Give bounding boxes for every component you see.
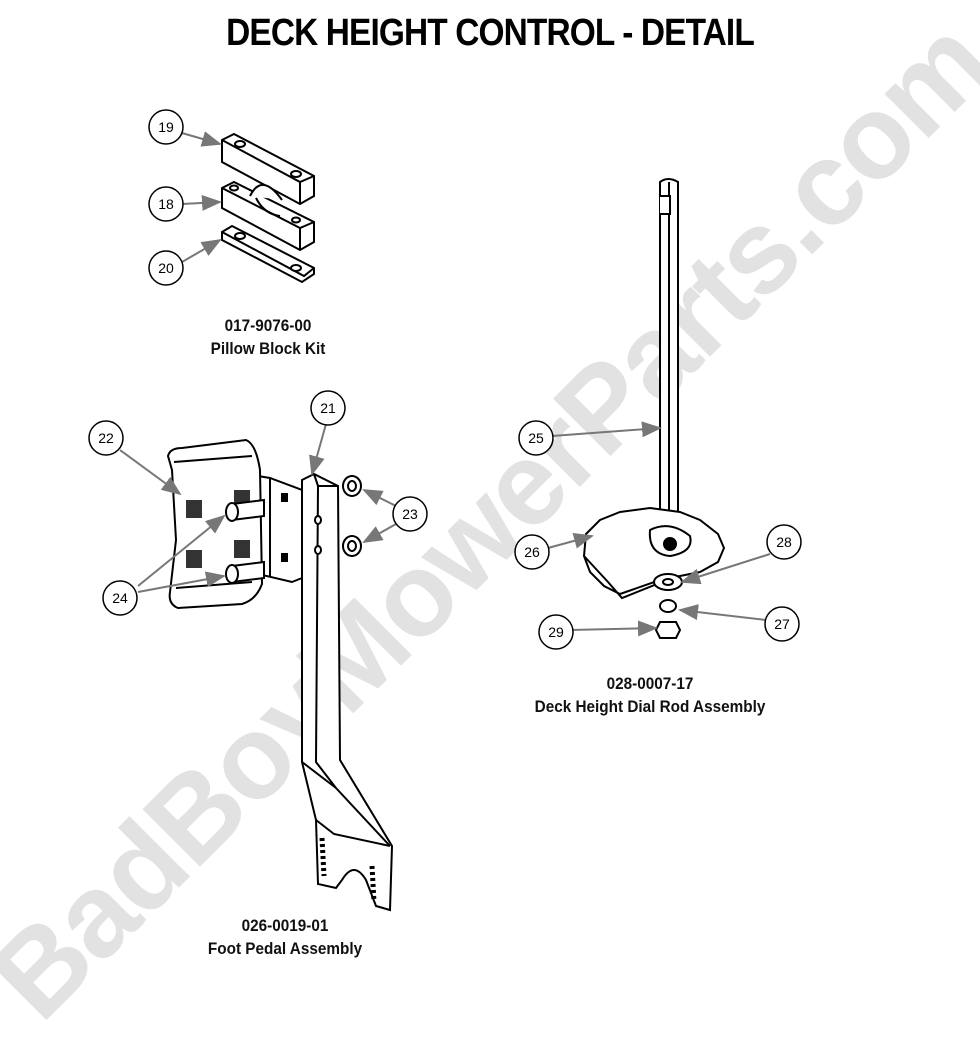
callout-29-label: 29 — [548, 624, 564, 640]
callout-28: 28 — [766, 524, 802, 560]
kit-name: Pillow Block Kit — [210, 339, 326, 358]
callout-25-label: 25 — [528, 430, 544, 446]
flange-nuts — [342, 475, 362, 557]
callout-20-label: 20 — [158, 260, 174, 276]
callout-18-label: 18 — [158, 196, 174, 212]
kit-caption-pillow-block: 017-9076-00 Pillow Block Kit — [178, 314, 358, 360]
pillow-block-bottom — [221, 180, 315, 252]
callout-27: 27 — [764, 606, 800, 642]
kit-name: Foot Pedal Assembly — [207, 939, 363, 958]
callout-18: 18 — [148, 186, 184, 222]
kit-part-number: 017-9076-00 — [224, 316, 312, 335]
parts-drawing: 19 18 20 21 22 23 24 25 — [88, 109, 802, 912]
callout-24: 24 — [102, 580, 138, 616]
kit-part-number: 026-0019-01 — [241, 916, 329, 935]
callout-23: 23 — [392, 496, 428, 532]
callout-19-label: 19 — [158, 119, 174, 135]
callout-20: 20 — [148, 250, 184, 286]
callout-22-label: 22 — [98, 430, 114, 446]
page-title: DECK HEIGHT CONTROL - DETAIL — [226, 12, 755, 54]
foot-pedal-arm — [301, 472, 394, 912]
callout-21: 21 — [310, 390, 346, 426]
dial-rod — [659, 178, 679, 525]
leader-lines — [119, 131, 771, 637]
callout-19: 19 — [148, 109, 184, 145]
callout-25: 25 — [518, 420, 554, 456]
pillow-block-top — [221, 132, 315, 206]
callout-22: 22 — [88, 420, 124, 456]
kit-caption-foot-pedal: 026-0019-01 Foot Pedal Assembly — [182, 914, 389, 960]
pillow-block-plate — [221, 224, 315, 284]
callout-26-label: 26 — [524, 544, 540, 560]
kit-name: Deck Height Dial Rod Assembly — [534, 697, 766, 716]
pedal-pins — [225, 498, 265, 584]
callout-29: 29 — [538, 614, 574, 650]
callout-28-label: 28 — [776, 534, 792, 550]
callout-23-label: 23 — [402, 506, 418, 522]
callout-26: 26 — [514, 534, 550, 570]
callout-24-label: 24 — [112, 590, 128, 606]
kit-caption-dial-rod: 028-0007-17 Deck Height Dial Rod Assembl… — [524, 672, 776, 718]
callout-27-label: 27 — [774, 616, 790, 632]
kit-part-number: 028-0007-17 — [606, 674, 694, 693]
washers-and-nut — [653, 573, 683, 639]
callout-21-label: 21 — [320, 400, 336, 416]
